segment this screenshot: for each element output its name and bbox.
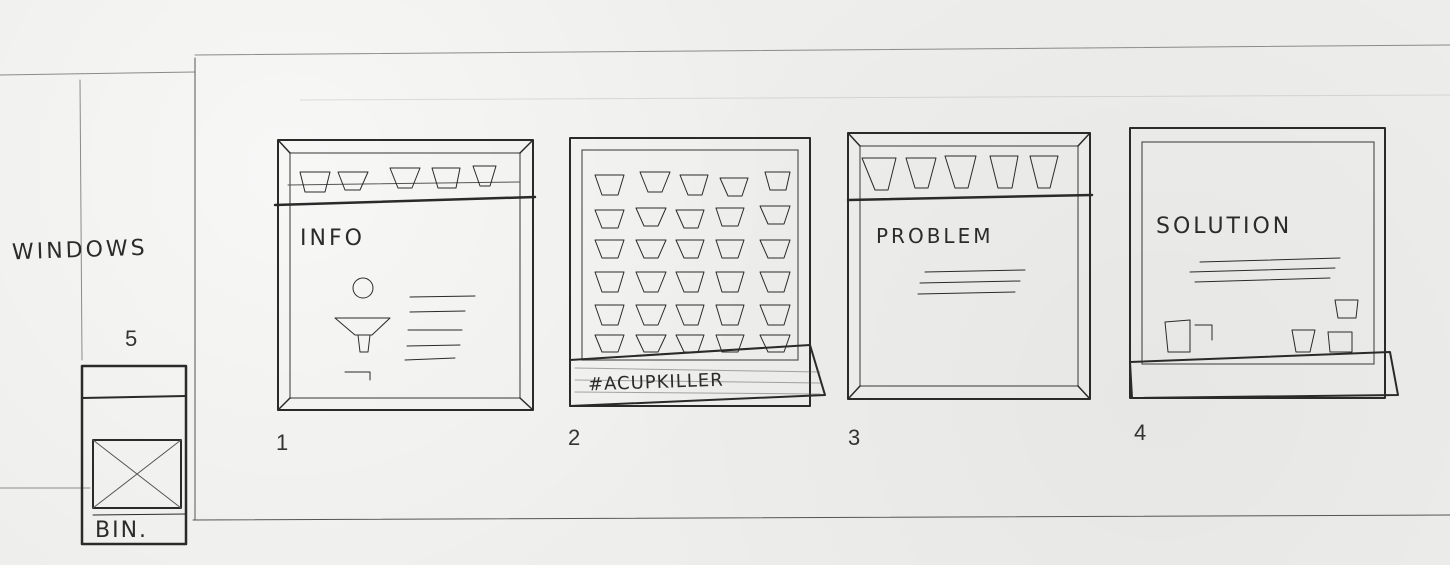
- panel-1-number: 1: [276, 430, 288, 456]
- coffee-machine-icon: [1328, 332, 1352, 352]
- circle-icon: [353, 278, 373, 298]
- panel-2-number: 2: [568, 425, 580, 451]
- panel-3-number: 3: [848, 425, 860, 451]
- panel-4-number: 4: [1134, 420, 1146, 446]
- panel-3-title: PROBLEM: [876, 224, 993, 248]
- cup-row: [300, 166, 496, 192]
- bin-number: 5: [125, 326, 137, 352]
- panel-solution: [1130, 128, 1398, 398]
- panel-acupkiller: [570, 138, 825, 406]
- bin-label: BIN.: [95, 518, 148, 543]
- cup-icon: [1165, 320, 1190, 352]
- wall-outline: [0, 45, 1450, 520]
- cup-icon: [1292, 330, 1315, 352]
- panel-4-title: SOLUTION: [1156, 214, 1292, 239]
- cup-row: [862, 156, 1058, 190]
- panel-1-title: INFO: [300, 226, 365, 251]
- cup-grid: [595, 172, 790, 352]
- panel-info: [275, 140, 535, 410]
- panel-problem: [848, 133, 1092, 399]
- windows-label: WINDOWS: [12, 236, 148, 266]
- funnel-icon: [335, 318, 390, 335]
